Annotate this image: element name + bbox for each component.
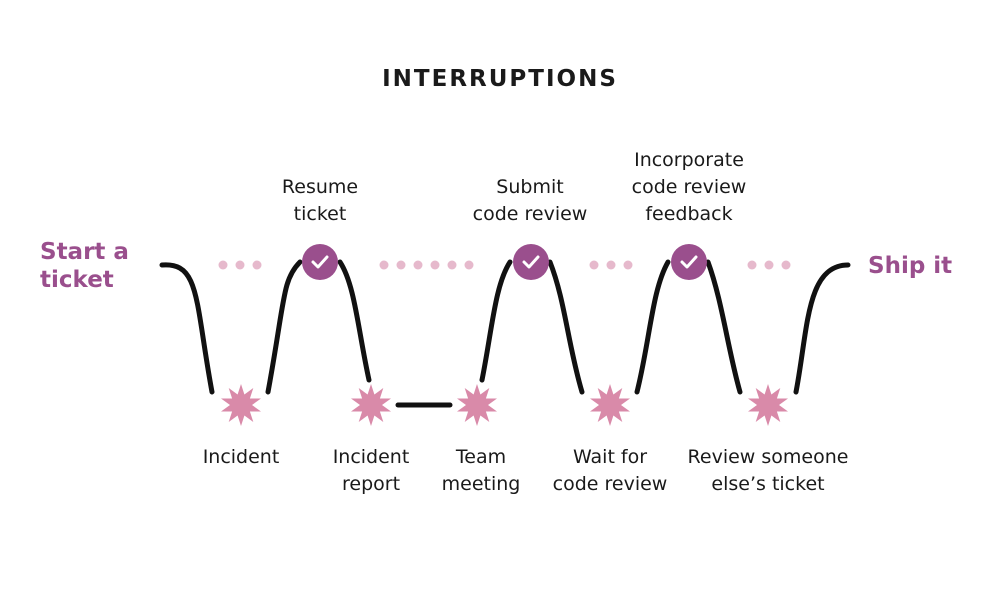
dot [379,260,389,270]
workflow-path [159,259,851,408]
burst-icon [748,384,788,426]
dot [218,260,228,270]
burst-icon [590,384,630,426]
check-icon [513,244,549,280]
dot [235,260,245,270]
dot [413,260,423,270]
dot [606,260,616,270]
burst-group [221,384,788,426]
check-icon [302,244,338,280]
burst-icon [351,384,391,426]
dot [781,260,791,270]
dot [589,260,599,270]
start-label: Start a ticket [40,239,129,293]
dot [430,260,440,270]
path-submit-to-wait [547,259,585,395]
dot [252,260,262,270]
interruption-label-wait: Wait for code review [552,446,668,495]
path-resume-to-report [337,259,372,383]
milestone-label-submit: Submit code review [472,176,588,225]
end-label: Ship it [868,253,953,279]
dot [764,260,774,270]
dot [747,260,757,270]
dot [396,260,406,270]
path-wait-to-incorporate [634,259,671,395]
path-incorporate-to-review [705,259,743,395]
dot [464,260,474,270]
dot-group-3 [589,260,633,270]
interruption-label-team-meeting: Team meeting [441,446,521,495]
burst-icon [457,384,497,426]
interruption-label-incident-report: Incident report [332,446,410,495]
interruption-label-incident: Incident [202,446,280,468]
dot [623,260,633,270]
path-meeting-to-submit [479,259,513,383]
dot-group-4 [747,260,791,270]
check-icon [671,244,707,280]
path-incident-to-resume [265,259,303,395]
burst-icon [221,384,261,426]
dot-group-1 [218,260,262,270]
dot-group-2 [379,260,474,270]
diagram-title: INTERRUPTIONS [382,66,618,92]
dot [447,260,457,270]
milestone-label-incorporate: Incorporate code review feedback [631,149,747,225]
path-start-to-incident [159,262,215,395]
interruption-label-review: Review someone else’s ticket [687,446,849,495]
milestone-label-resume: Resume ticket [281,176,359,225]
path-review-to-ship [793,262,851,395]
